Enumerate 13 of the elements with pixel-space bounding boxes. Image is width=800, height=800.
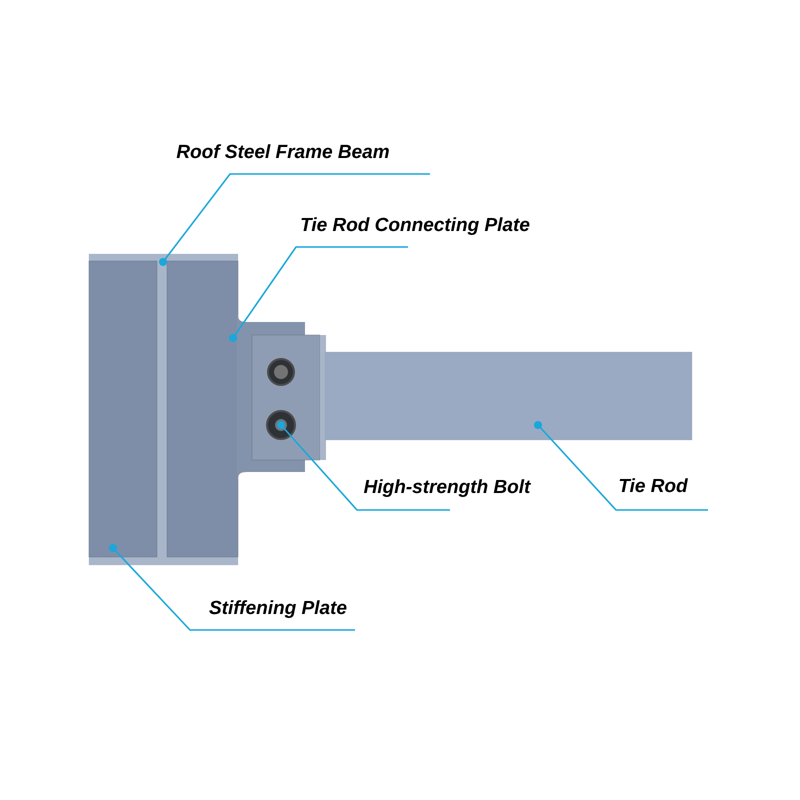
leader-line — [159, 173, 430, 266]
part-label: Tie Rod — [620, 478, 688, 492]
part-label: High-strength Bolt — [364, 479, 532, 497]
leader-line — [534, 421, 708, 511]
connecting-plate — [166, 260, 238, 558]
stiffening-plate — [88, 260, 158, 558]
leader-line — [109, 544, 355, 631]
leader-line — [229, 246, 408, 342]
tie-rod — [324, 352, 692, 440]
part-label: Tie Rod Connecting Plate — [301, 217, 530, 235]
part-label: Stiffening Plate — [209, 600, 346, 618]
leader-line — [277, 421, 450, 511]
part-label: Roof Steel Frame Beam — [176, 144, 389, 158]
